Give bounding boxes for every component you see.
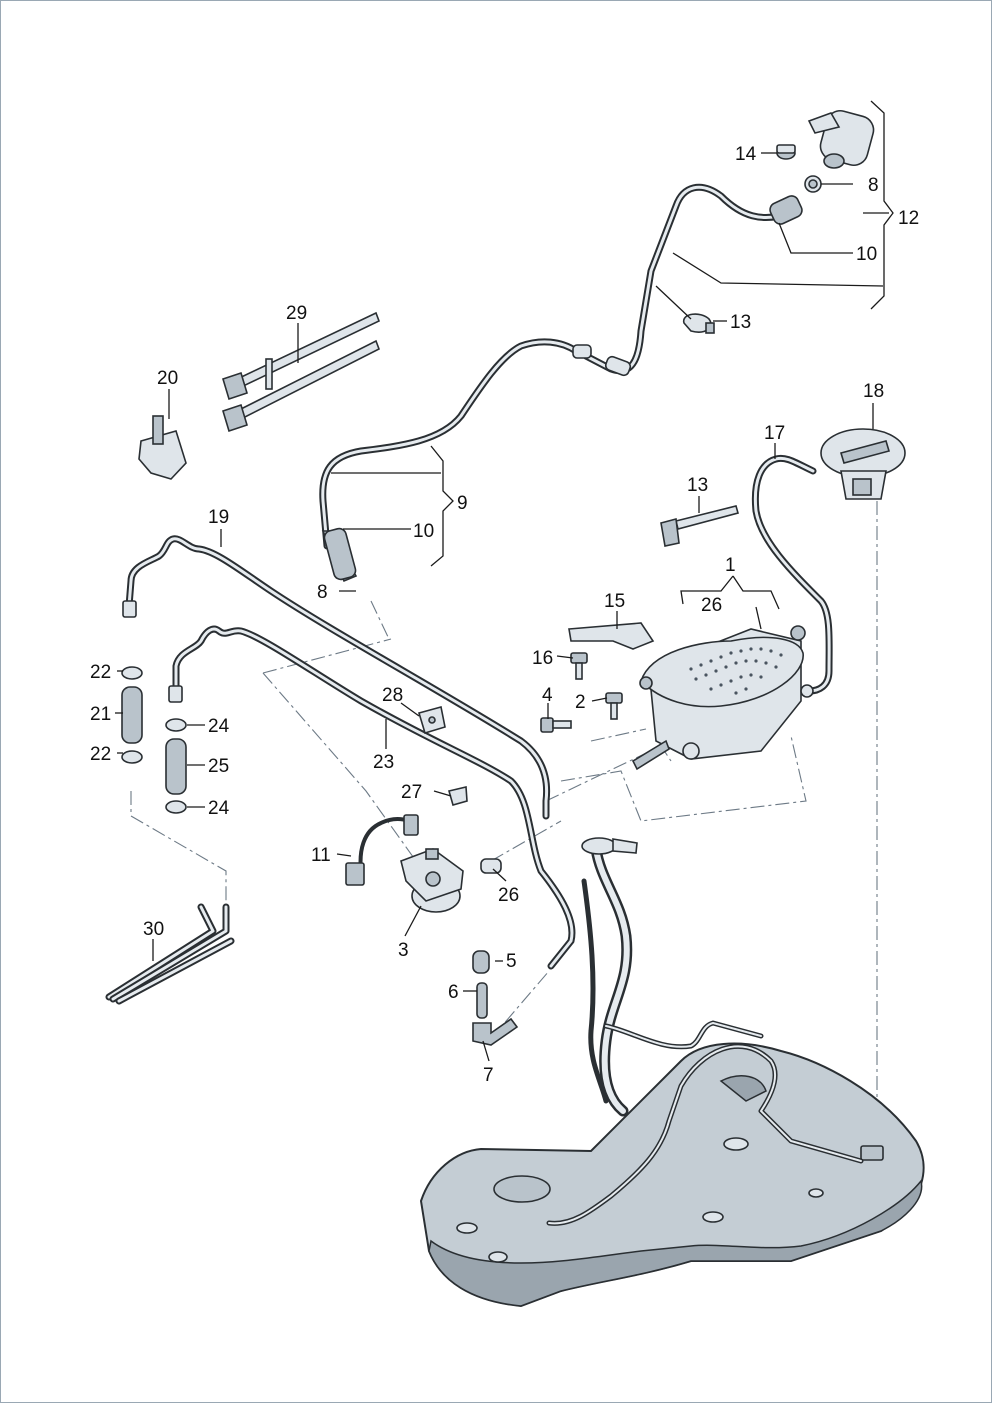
part-hose-6 <box>476 982 488 1019</box>
part-filler-neck <box>581 837 638 1117</box>
callout-26-bottom: 26 <box>498 885 519 906</box>
callout-29: 29 <box>286 303 307 324</box>
part-hose-set-30 <box>105 903 235 1005</box>
callout-6: 6 <box>448 982 459 1003</box>
pipe-23 <box>168 625 576 970</box>
callout-8-mid: 8 <box>317 582 328 603</box>
part-bracket-15 <box>568 622 655 650</box>
callout-4: 4 <box>542 685 553 706</box>
part-hose-5 <box>472 950 490 974</box>
part-activated-charcoal-canister <box>631 625 806 771</box>
callout-11: 11 <box>311 845 331 866</box>
callout-15: 15 <box>604 591 625 612</box>
callout-8-top: 8 <box>868 175 879 196</box>
callout-27: 27 <box>401 782 422 803</box>
part-clip-28 <box>417 706 446 734</box>
tank-sender-port <box>860 1145 884 1161</box>
ref-line-upper-a <box>262 638 392 674</box>
part-hose-21 <box>121 686 143 744</box>
callout-22-bottom: 22 <box>90 744 111 765</box>
part-holder-20 <box>138 415 187 480</box>
callout-14: 14 <box>735 144 757 165</box>
callout-1: 1 <box>725 555 736 576</box>
part-clip-8-top <box>804 175 822 193</box>
ref-line-valve-hose <box>488 970 550 1042</box>
vent-pipe-upper <box>319 183 803 583</box>
ref-line-bolt <box>590 728 647 742</box>
part-bolt-2 <box>605 692 623 720</box>
callout-16: 16 <box>532 648 553 669</box>
callout-18: 18 <box>863 381 884 402</box>
callout-13-mid: 13 <box>687 475 708 496</box>
ref-line-clip-8 <box>370 600 390 640</box>
part-ring-22-bottom <box>121 750 143 764</box>
part-clamp-13-mid <box>660 505 739 547</box>
callout-13-top: 13 <box>730 312 751 333</box>
part-ring-22-top <box>121 666 143 680</box>
tank-pump-opening <box>493 1175 551 1203</box>
callout-28: 28 <box>382 685 403 706</box>
leader-lines <box>115 100 894 1062</box>
callout-30: 30 <box>143 919 164 940</box>
callout-7: 7 <box>483 1065 494 1086</box>
callout-2: 2 <box>575 692 586 713</box>
part-ring-24-top <box>165 718 187 732</box>
part-ring-24-bottom <box>165 800 187 814</box>
ref-line-upper-b <box>262 672 417 862</box>
part-fuel-gauge-sender <box>820 428 906 500</box>
callout-3: 3 <box>398 940 409 961</box>
part-connector-11 <box>345 814 419 886</box>
callout-24-top: 24 <box>208 716 230 737</box>
callout-21: 21 <box>90 704 111 725</box>
callout-20: 20 <box>157 368 178 389</box>
part-hose-25 <box>165 738 187 795</box>
callout-26-top: 26 <box>701 595 722 616</box>
part-valve-3 <box>400 848 464 913</box>
callout-10-mid: 10 <box>413 521 434 542</box>
callout-25: 25 <box>208 756 229 777</box>
part-bush-26 <box>480 858 502 874</box>
callout-9: 9 <box>457 493 468 514</box>
part-clip-27 <box>448 786 468 806</box>
callout-labels: 12 14 8 10 13 29 20 18 17 13 9 10 19 1 2… <box>90 144 919 1086</box>
ref-line-valve <box>490 820 562 862</box>
part-fuel-tank <box>419 1020 925 1308</box>
part-bolt-4 <box>540 717 572 733</box>
callout-12: 12 <box>898 208 919 229</box>
pipe-19 <box>122 535 551 820</box>
part-nut-14 <box>776 144 796 160</box>
part-cable-ties-29 <box>222 311 381 433</box>
ref-line-hose-30 <box>130 791 227 906</box>
part-hose-7 <box>472 1017 519 1046</box>
callout-23: 23 <box>373 752 394 773</box>
callout-5: 5 <box>506 951 517 972</box>
canister-filter-texture <box>689 647 783 695</box>
ref-line-canister <box>560 735 807 822</box>
callout-10-top: 10 <box>856 244 877 265</box>
callout-24-bottom: 24 <box>208 798 230 819</box>
part-activated-charcoal-valve <box>807 109 875 169</box>
vent-line-17 <box>751 454 833 698</box>
callout-17: 17 <box>764 423 785 444</box>
callout-19: 19 <box>208 507 229 528</box>
part-bolt-16 <box>570 652 588 680</box>
callout-22-top: 22 <box>90 662 111 683</box>
